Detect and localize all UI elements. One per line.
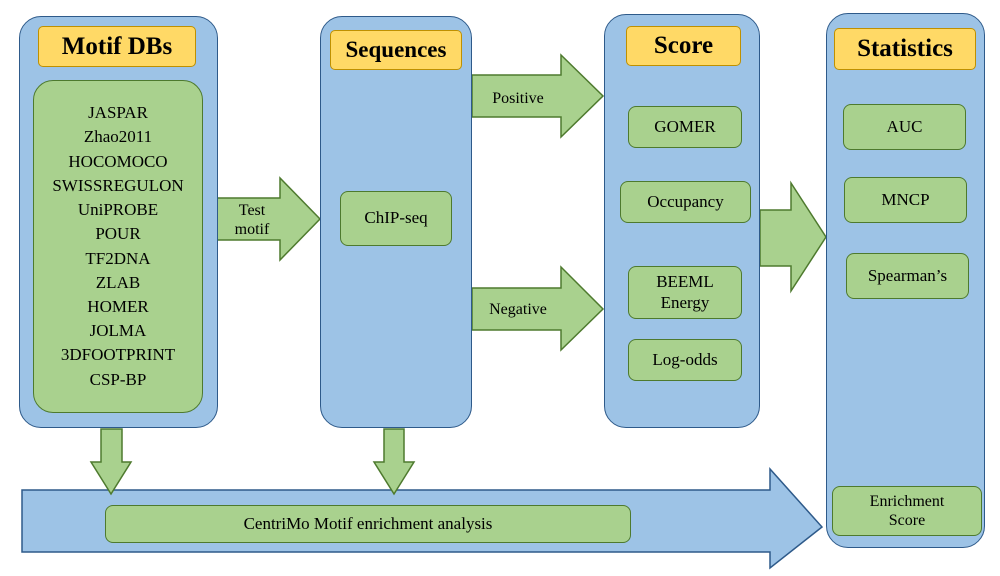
- score-to-statistics-arrow: [759, 180, 827, 294]
- motif-db-item: Zhao2011: [83, 127, 153, 147]
- statistics-enrichment-score-box: Enrichment Score: [832, 486, 982, 536]
- test-motif-label: Test motif: [234, 202, 270, 239]
- statistics-spearmans-box: Spearman’s: [846, 253, 969, 299]
- sequences-title: Sequences: [330, 30, 462, 70]
- motif-db-item: 3DFOOTPRINT: [60, 345, 176, 365]
- motif-db-item: CSP-BP: [89, 369, 147, 389]
- centrimo-box: CentriMo Motif enrichment analysis: [105, 505, 631, 543]
- motif-db-item: TF2DNA: [85, 248, 151, 268]
- chipseq-box: ChIP-seq: [340, 191, 452, 246]
- negative-label: Negative: [489, 301, 547, 318]
- score-gomer-box: GOMER: [628, 106, 742, 148]
- test-motif-arrow: [212, 176, 322, 262]
- motif-db-item: HOMER: [87, 296, 149, 316]
- motif-db-item: JOLMA: [89, 321, 147, 341]
- motif-db-item: JASPAR: [88, 103, 148, 123]
- motif-db-item: UniPROBE: [77, 200, 159, 220]
- negative-arrow: [471, 265, 605, 352]
- score-beeml-energy-box: BEEML Energy: [628, 266, 742, 319]
- positive-label: Positive: [492, 90, 544, 107]
- motif-db-item: POUR: [95, 224, 141, 244]
- motif-dbs-title: Motif DBs: [38, 26, 196, 67]
- motif-dbs-down-arrow: [89, 428, 133, 496]
- score-log-odds-box: Log-odds: [628, 339, 742, 381]
- statistics-mncp-box: MNCP: [844, 177, 967, 223]
- sequences-down-arrow: [372, 428, 416, 496]
- score-title: Score: [626, 26, 741, 66]
- statistics-title: Statistics: [834, 28, 976, 70]
- motif-db-item: SWISSREGULON: [52, 175, 184, 195]
- positive-arrow: [471, 53, 605, 139]
- motif-db-list: JASPAR Zhao2011 HOCOMOCO SWISSREGULON Un…: [33, 80, 203, 413]
- statistics-auc-box: AUC: [843, 104, 966, 150]
- motif-db-item: ZLAB: [95, 272, 141, 292]
- motif-db-item: HOCOMOCO: [68, 151, 168, 171]
- score-occupancy-box: Occupancy: [620, 181, 751, 223]
